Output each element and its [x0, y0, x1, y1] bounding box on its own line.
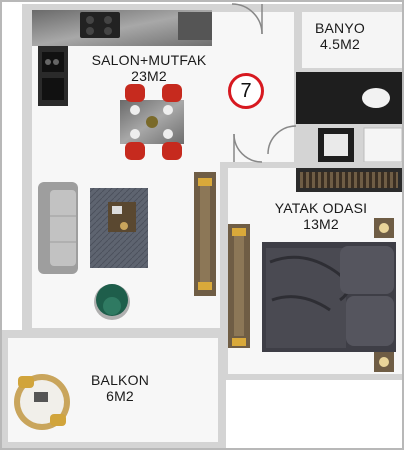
bathroom-area [294, 4, 404, 166]
room-area: 13M2 [303, 216, 339, 232]
room-label-balcony: BALKON 6M2 [80, 372, 160, 404]
room-label-bathroom: BANYO 4.5M2 [300, 20, 380, 52]
kitchen-counter [32, 10, 212, 46]
bedroom-tv-unit [228, 224, 250, 348]
room-label-bedroom: YATAK ODASI 13M2 [256, 200, 386, 232]
bed [262, 242, 396, 352]
room-name: SALON+MUTFAK [91, 52, 207, 68]
dining-chairs [125, 84, 182, 160]
nightstands [374, 218, 394, 372]
tv-unit [194, 172, 216, 296]
room-area: 6M2 [106, 388, 134, 404]
room-name: YATAK ODASI [274, 200, 368, 216]
room-label-living-kitchen: SALON+MUTFAK 23M2 [74, 52, 224, 84]
room-area: 4.5M2 [320, 36, 360, 52]
dining-table [120, 100, 184, 144]
room-name: BANYO [314, 20, 365, 36]
room-area: 23M2 [131, 68, 167, 84]
unit-number-badge: 7 [228, 73, 264, 109]
kitchen-appliance-column [38, 46, 68, 106]
rug-coffee-table [90, 188, 148, 268]
sofa [38, 182, 78, 274]
wardrobe [296, 168, 402, 192]
balcony-table-set [14, 374, 70, 430]
armchair [94, 284, 130, 320]
room-name: BALKON [91, 372, 149, 388]
door-swings [231, 3, 297, 163]
